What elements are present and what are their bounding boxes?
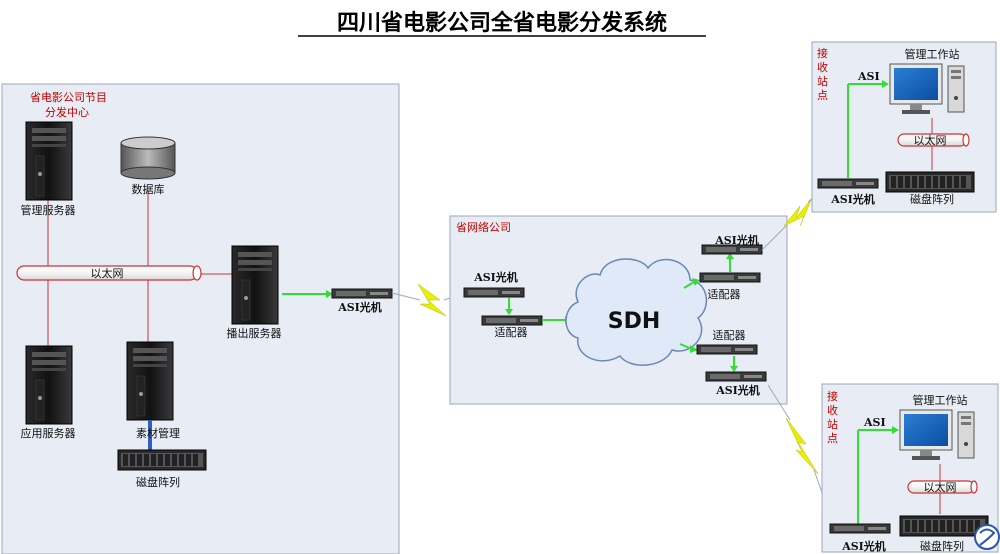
- network-adapter-in-icon: [481, 315, 543, 326]
- lower-adapter-label: 适配器: [713, 329, 746, 342]
- station-top-label-char-3: 站: [817, 74, 828, 88]
- station-bottom-asi-optical-label: ASI光机: [841, 539, 886, 553]
- station-top-workstation-label: 管理工作站: [905, 47, 960, 61]
- station-bottom-workstation-label: 管理工作站: [913, 393, 968, 407]
- link-network-station-bottom: [767, 384, 791, 421]
- center-asi-optical-label: ASI光机: [337, 300, 382, 314]
- station-bottom-ethernet-pipe: 以太网: [907, 480, 978, 494]
- link-network-station-top: [761, 225, 787, 251]
- station-bottom-ethernet-label: 以太网: [924, 481, 957, 494]
- station-bottom-asi-label: ASI: [863, 416, 886, 429]
- station-top-disk-array-label: 磁盘阵列: [910, 192, 954, 206]
- station-bottom-disk-array-label: 磁盘阵列: [920, 539, 964, 553]
- sdh-to-lower-adapter-arrow: [690, 345, 698, 353]
- sdh-to-upper-adapter-link: [683, 281, 695, 289]
- station-top-label-char-4: 点: [817, 89, 828, 102]
- station-bottom-asi-optical-icon: [829, 523, 891, 534]
- sdh-cloud-icon: [565, 258, 708, 366]
- database-label: 数据库: [132, 182, 165, 196]
- center-heading-line1: 省电影公司节目: [30, 91, 107, 104]
- play-server-label: 播出服务器: [227, 326, 282, 340]
- station-top-ethernet-label: 以太网: [914, 134, 947, 147]
- ethernet-pipe: 以太网: [16, 265, 202, 281]
- station-top-ethernet-pipe: 以太网: [897, 133, 970, 147]
- corner-logo-icon: [974, 524, 1000, 550]
- station-bottom-label-char-2: 收: [827, 403, 838, 417]
- network-asi-optical-in-icon: [463, 287, 525, 298]
- page-title: 四川省电影公司全省电影分发系统: [337, 10, 667, 36]
- lightning-bolt-bottom-icon: [785, 417, 819, 475]
- center-asi-optical-icon: [331, 288, 393, 299]
- station-bottom-label-char-1: 接: [827, 390, 838, 403]
- upper-asi-optical-label: ASI光机: [714, 233, 759, 247]
- station-top-asi-arrow: [882, 80, 889, 88]
- center-disk-array-label: 磁盘阵列: [136, 475, 180, 489]
- network-adapter-in-label: 适配器: [495, 326, 528, 339]
- station-top-disk-array-icon: [885, 171, 975, 193]
- station-top-asi-optical-icon: [817, 178, 879, 189]
- app-server-icon: [25, 345, 73, 425]
- network-heading: 省网络公司: [456, 220, 511, 234]
- play-server-icon: [231, 245, 279, 325]
- lower-asi-optical-icon: [705, 371, 767, 382]
- station-top-asi-label: ASI: [857, 70, 880, 83]
- lower-asi-optical-label: ASI光机: [715, 383, 760, 397]
- station-top-label-char-2: 收: [817, 60, 828, 74]
- network-asi-optical-in-label: ASI光机: [473, 270, 518, 284]
- station-top-label-char-1: 接: [817, 47, 828, 60]
- play-to-asi-arrow: [326, 290, 333, 298]
- link-center-network: [391, 292, 421, 301]
- upper-adapter-label: 适配器: [708, 288, 741, 301]
- center-disk-array-icon: [117, 449, 207, 471]
- station-bottom-asi-arrow: [892, 426, 899, 434]
- mgmt-server-label: 管理服务器: [21, 203, 76, 217]
- lightning-bolt-icon: [417, 283, 447, 317]
- sdh-to-upper-adapter-arrow: [692, 278, 700, 286]
- upper-adapter-icon: [699, 272, 761, 283]
- lower-adapter-to-asi-arrow: [730, 366, 738, 372]
- app-server-label: 应用服务器: [21, 426, 76, 440]
- station-bottom-label-char-4: 点: [827, 432, 838, 445]
- material-mgmt-icon: [126, 341, 174, 421]
- lightning-bolt-top-icon: [783, 197, 813, 227]
- station-top-asi-optical-label: ASI光机: [830, 192, 875, 206]
- lower-adapter-icon: [696, 344, 758, 355]
- station-bottom-label-char-3: 站: [827, 417, 838, 431]
- mgmt-server-icon: [25, 121, 73, 201]
- database-icon: [120, 136, 176, 180]
- ethernet-label: 以太网: [91, 267, 124, 280]
- asi-to-adapter-arrow: [505, 309, 513, 315]
- upper-adapter-to-asi-arrow: [726, 253, 734, 259]
- sdh-label: SDH: [608, 309, 661, 334]
- center-heading-line2: 分发中心: [45, 105, 89, 119]
- material-mgmt-label: 素材管理: [136, 426, 180, 440]
